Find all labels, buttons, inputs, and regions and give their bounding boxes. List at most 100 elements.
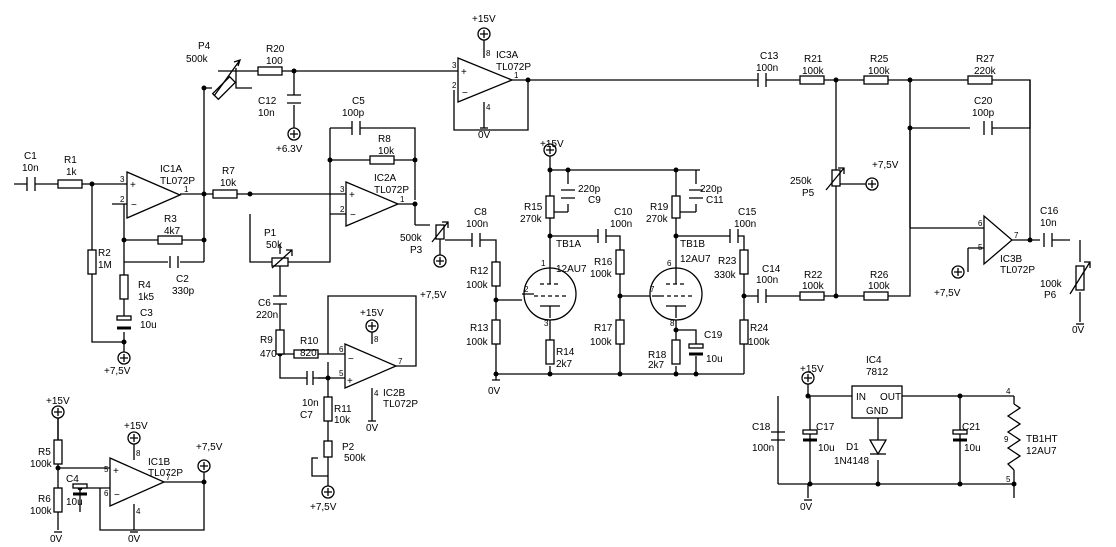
plus75-icon — [433, 254, 447, 268]
component-ref: P4 — [198, 41, 211, 52]
pin-label: 7 — [398, 357, 403, 366]
component-value: 10n — [1040, 218, 1057, 229]
psu — [851, 385, 1022, 471]
component-value: 100k — [1040, 279, 1063, 290]
component-ref: R22 — [804, 270, 823, 281]
cap-c12 — [287, 94, 301, 104]
pot-p5 — [825, 167, 845, 191]
component-value: 330p — [172, 286, 195, 297]
cap-c6 — [273, 295, 287, 305]
component-ref: C8 — [474, 207, 487, 218]
component-ref: R19 — [650, 202, 669, 213]
component-ref: R25 — [870, 54, 889, 65]
plus15-icon — [365, 319, 379, 344]
pin-label: 1 — [400, 195, 405, 204]
component-ref: C4 — [66, 474, 79, 485]
component-value: 100k — [466, 280, 489, 291]
component-value: TL072P — [160, 176, 195, 187]
resistor-r19 — [671, 195, 681, 219]
pin-label: 6 — [339, 345, 344, 354]
component-value: 100n — [734, 219, 756, 230]
component-ref: C12 — [258, 96, 277, 107]
component-ref: C5 — [352, 96, 365, 107]
component-value: 220p — [578, 184, 601, 195]
rail-label: +7,5V — [310, 502, 337, 513]
opamp-ic2a: +− — [345, 181, 400, 227]
component-value: 100 — [266, 56, 283, 67]
component-ref: IC4 — [866, 355, 882, 366]
resistor-r6 — [53, 487, 63, 513]
component-value: 100k — [590, 269, 613, 280]
component-value: 100k — [868, 66, 891, 77]
plus75-icon — [197, 459, 211, 473]
cap-c16 — [1043, 233, 1053, 247]
pin-label: 8 — [670, 319, 675, 328]
component-value: 1N4148 — [834, 456, 869, 467]
component-ref: R10 — [300, 336, 319, 347]
component-ref: C19 — [704, 330, 723, 341]
rail-label: 0V — [800, 502, 813, 513]
pin-label: 3 — [544, 319, 549, 328]
pin-label: 7 — [1014, 231, 1019, 240]
cap-c9 — [561, 189, 575, 199]
component-ref: TB1A — [556, 239, 581, 250]
svg-text:−: − — [462, 88, 468, 99]
rail-label: +15V — [360, 308, 384, 319]
cap-c18 — [771, 431, 785, 441]
cap-c2 — [169, 256, 179, 268]
component-value: 270k — [646, 214, 669, 225]
component-value: 500k — [344, 453, 367, 464]
pin-label: 5 — [1006, 475, 1011, 484]
component-value: 100n — [466, 219, 488, 230]
component-ref: P3 — [410, 245, 423, 256]
pin-label: 3 — [340, 185, 345, 194]
component-ref: R6 — [38, 494, 51, 505]
ground-icon — [492, 374, 500, 381]
resistor-r7 — [212, 189, 238, 199]
component-value: 220k — [974, 66, 997, 77]
component-ref: R13 — [470, 323, 489, 334]
resistor-r14 — [545, 339, 555, 365]
component-ref: C3 — [140, 308, 153, 319]
svg-text:+: + — [347, 376, 353, 387]
pin-label: 5 — [339, 369, 344, 378]
resistor-r13 — [491, 319, 501, 345]
pin-label: 7 — [650, 285, 655, 294]
pin-label: 2 — [524, 285, 529, 294]
plus15-icon — [801, 371, 815, 385]
plus75-icon — [117, 351, 131, 365]
cap-c3 — [116, 315, 132, 330]
plus15-icon — [127, 431, 141, 445]
resistor-r4 — [119, 274, 129, 300]
component-ref: R24 — [750, 323, 769, 334]
resistor-r21 — [799, 75, 825, 85]
ground-icon — [368, 388, 376, 422]
rail-label: +15V — [540, 139, 564, 150]
pot-p6 — [1069, 261, 1091, 295]
component-ref: P5 — [802, 188, 815, 199]
component-value: TL072P — [1000, 265, 1035, 276]
capacitors — [26, 73, 1053, 496]
plus75-icon — [321, 485, 335, 499]
pin-label: 2 — [340, 205, 345, 214]
component-ref: TB1B — [680, 239, 705, 250]
component-value: 10k — [378, 146, 395, 157]
resistor-r18 — [671, 339, 681, 365]
component-ref: R7 — [222, 166, 235, 177]
component-value: 500k — [186, 54, 209, 65]
resistor-r2 — [87, 249, 97, 275]
component-value: 100n — [752, 443, 774, 454]
plus15-icon — [477, 27, 491, 48]
component-ref: P2 — [342, 442, 355, 453]
rail-label: 0V — [50, 534, 63, 545]
cap-c13 — [757, 73, 767, 87]
component-ref: C1 — [24, 151, 37, 162]
component-value: 270k — [520, 214, 543, 225]
component-ref: R15 — [524, 202, 543, 213]
resistors — [53, 66, 993, 513]
pin-label: 1 — [184, 185, 189, 194]
component-value: 100k — [466, 337, 489, 348]
cap-c17 — [802, 429, 818, 442]
pin-label: 6 — [667, 259, 672, 268]
component-value: 100k — [590, 337, 613, 348]
